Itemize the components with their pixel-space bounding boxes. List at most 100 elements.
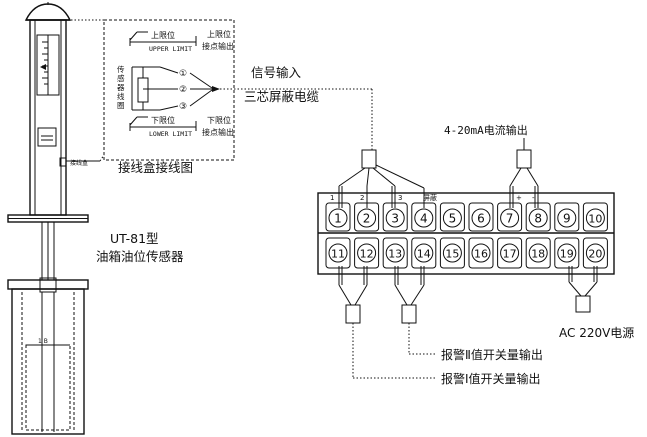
lower-out-line2: 接点输出	[202, 127, 234, 137]
terminal-screw-icon	[528, 208, 548, 228]
terminal-number: 15	[445, 248, 459, 261]
terminal-screw-icon	[385, 243, 405, 263]
lower-out-line1: 下限位	[207, 115, 231, 125]
tube-top-cap	[7, 279, 89, 290]
terminal-cell	[497, 237, 523, 269]
terminal-screw-icon	[500, 243, 520, 263]
terminal-screw-icon	[585, 208, 605, 228]
alarm1-label: 报警Ⅰ值开关量输出	[441, 371, 541, 386]
current-output-label: 4-20mA电流输出	[444, 123, 528, 137]
pin-2: ②	[179, 85, 187, 95]
power-label: AC 220V电源	[559, 326, 634, 340]
upper-limit-en: UPPER LIMIT	[149, 45, 192, 53]
pointer-arrow-icon	[40, 64, 46, 70]
terminal-cell	[439, 237, 465, 269]
terminal-cell	[554, 202, 580, 232]
terminal-number: 13	[388, 248, 402, 261]
junction-box-symbol	[37, 127, 57, 147]
sensor-model: UT-81型	[110, 231, 159, 246]
junction-box-outline	[103, 19, 235, 161]
terminal-cell	[525, 237, 551, 269]
terminal-screw-icon	[557, 208, 577, 228]
svg-text:器: 器	[117, 83, 125, 92]
terminal-number: 8	[534, 212, 542, 226]
terminal-number: 19	[560, 248, 574, 261]
svg-text:圈: 圈	[117, 101, 125, 110]
terminal-number: 9	[563, 212, 571, 226]
terminal-number: 5	[449, 212, 457, 226]
terminal-screw-icon	[585, 243, 605, 263]
terminal-cell	[582, 237, 608, 269]
terminal-number: 6	[477, 212, 485, 226]
terminal-screw-icon	[442, 243, 462, 263]
power-connection	[568, 266, 598, 313]
mark-2: 2	[360, 194, 364, 202]
mark-plus: +	[516, 194, 522, 202]
float-label: 1 B	[38, 338, 48, 345]
alarm2-connection	[394, 266, 437, 355]
terminal-cell	[439, 202, 465, 232]
terminal-number: 20	[588, 248, 602, 261]
svg-text:感: 感	[117, 73, 125, 83]
terminal-screw-icon	[528, 243, 548, 263]
pin-1: ①	[179, 69, 187, 79]
junction-label: 接线盒	[70, 159, 88, 167]
terminal-screw-icon	[328, 208, 348, 228]
mark-3: 3	[398, 194, 402, 202]
lower-limit-en: LOWER LIMIT	[149, 130, 192, 138]
terminal-cell	[582, 202, 608, 232]
terminal-screw-icon	[414, 208, 434, 228]
terminal-number: 1	[334, 212, 342, 226]
upper-limit-switch	[129, 31, 197, 46]
terminal-cell	[554, 237, 580, 269]
pin-3: ③	[179, 102, 187, 112]
terminal-screw-icon	[414, 243, 434, 263]
terminal-screw-icon	[328, 243, 348, 263]
terminal-cell	[325, 237, 351, 269]
lower-limit-cn: 下限位	[151, 115, 175, 125]
sensor-cap	[24, 3, 72, 21]
sensor-name: 油箱油位传感器	[96, 249, 184, 264]
lower-limit-switch	[129, 116, 197, 131]
terminal-number: 10	[588, 213, 602, 226]
terminal-number: 17	[503, 248, 517, 261]
upper-out-line2: 接点输出	[202, 41, 234, 51]
terminal-screw-icon	[471, 208, 491, 228]
mark-minus: -	[532, 194, 535, 202]
svg-text:线: 线	[117, 91, 125, 101]
terminal-screw-icon	[471, 243, 491, 263]
input-cable-connection	[338, 149, 425, 208]
svg-text:传: 传	[117, 64, 125, 74]
terminal-cell	[468, 202, 494, 232]
terminal-screw-icon	[357, 243, 377, 263]
signal-cable: 信号输入 三芯屏蔽电缆	[220, 65, 373, 150]
terminal-screw-icon	[557, 243, 577, 263]
mark-1: 1	[330, 194, 334, 202]
terminal-number: 14	[417, 248, 431, 261]
terminal-number: 16	[474, 248, 488, 261]
cable-type-label: 三芯屏蔽电缆	[244, 89, 320, 104]
sensor-coil	[131, 66, 179, 111]
mark-shield: 屏蔽	[423, 193, 437, 202]
terminal-number: 12	[360, 248, 374, 261]
terminal-screw-icon	[385, 208, 405, 228]
upper-out-line1: 上限位	[207, 29, 231, 39]
terminal-number: 4	[420, 212, 428, 226]
terminal-screw-icon	[442, 208, 462, 228]
terminal-cell	[325, 202, 351, 232]
float	[25, 344, 71, 431]
terminal-screw-icon	[357, 208, 377, 228]
gauge-ticks	[42, 41, 48, 85]
level-sensor: 接线盒 1 B UT-81型 油箱油位传感器	[7, 2, 184, 435]
current-output-connection	[509, 138, 539, 208]
terminal-number: 11	[331, 248, 345, 261]
wiring-title: 接线盒接线图	[118, 160, 193, 175]
alarm1-connection	[338, 266, 437, 379]
alarm2-label: 报警Ⅱ值开关量输出	[441, 347, 543, 362]
coil-element	[137, 77, 149, 103]
terminal-number: 2	[363, 212, 371, 226]
terminal-number: 18	[531, 248, 545, 261]
